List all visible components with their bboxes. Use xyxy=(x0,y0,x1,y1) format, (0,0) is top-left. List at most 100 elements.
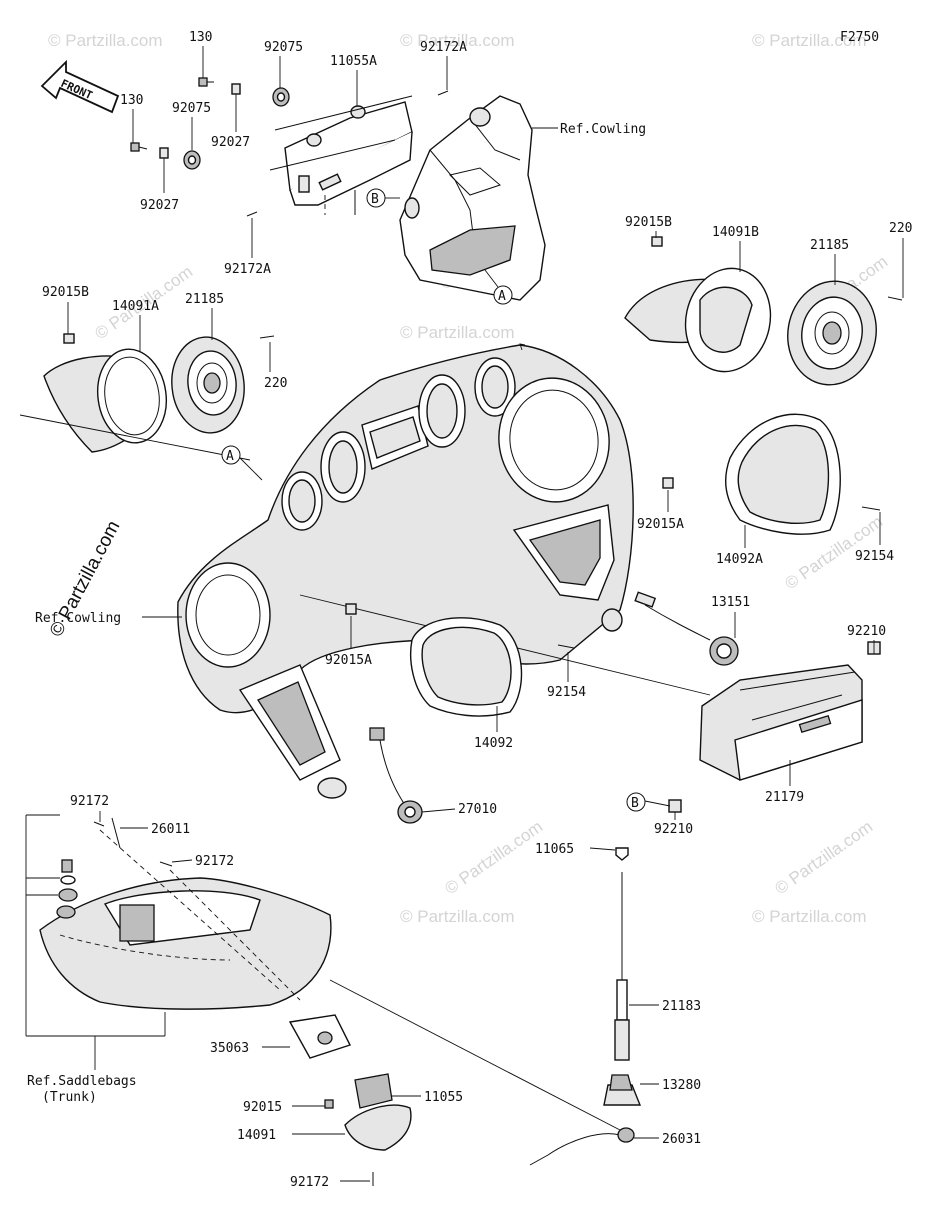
part-label: 13280 xyxy=(662,1078,701,1093)
screw-92154-upper xyxy=(861,506,881,511)
watermark: © Partzilla.com xyxy=(752,907,867,926)
cowling-upper-inner xyxy=(399,95,546,301)
switch-27010 xyxy=(369,727,423,824)
ref-saddlebags-trunk: (Trunk) xyxy=(42,1090,97,1105)
part-label: 27010 xyxy=(458,802,497,817)
figure-code: F2750 xyxy=(840,30,879,45)
collar-92027 xyxy=(159,147,169,159)
callout-b-top: B xyxy=(366,188,386,208)
antenna-cap-11065 xyxy=(615,847,629,861)
collar-92015B-left xyxy=(63,333,75,344)
part-label: 92027 xyxy=(211,135,250,150)
part-number-labels: 130 130 92075 92075 92027 92027 11055A 9… xyxy=(42,30,912,1190)
part-label: 11055 xyxy=(424,1090,463,1105)
part-label: 26011 xyxy=(151,822,190,837)
saddlebag-trunk-reference xyxy=(39,877,332,1010)
watermark: © Partzilla.com xyxy=(752,31,867,50)
grommet-92075 xyxy=(272,87,290,107)
trunk-fasteners xyxy=(56,817,173,919)
mount-bracket-35063 xyxy=(288,1014,351,1059)
part-label: 92172A xyxy=(420,40,467,55)
collar-92015B-right xyxy=(651,236,663,247)
ref-saddlebags: Ref.Saddlebags xyxy=(27,1074,137,1089)
part-label: 14091 xyxy=(237,1128,276,1143)
antenna-cable-26031 xyxy=(529,1127,635,1166)
watermark: © Partzilla.com xyxy=(400,31,515,50)
ref-cowling-top: Ref.Cowling xyxy=(560,122,646,137)
watermark: © Partzilla.com xyxy=(400,907,515,926)
cover-14091 xyxy=(344,1104,412,1151)
part-label: 14091B xyxy=(712,225,759,240)
right-speaker-21185 xyxy=(787,280,877,386)
part-label: 21179 xyxy=(765,790,804,805)
part-label: 14092 xyxy=(474,736,513,751)
callout-a-left: A xyxy=(221,445,241,465)
watermark: © Partzilla.com xyxy=(48,31,163,50)
part-leader-lines xyxy=(67,46,904,1182)
part-label: 92015 xyxy=(243,1100,282,1115)
audio-unit-21179 xyxy=(699,664,863,781)
part-label: 220 xyxy=(889,221,912,236)
part-label: 92015B xyxy=(42,285,89,300)
part-label: 92015A xyxy=(637,517,684,532)
collar-92015A-lower xyxy=(345,603,357,615)
part-label: 92172 xyxy=(70,794,109,809)
svg-text:A: A xyxy=(226,449,234,464)
part-label: 26031 xyxy=(662,1132,701,1147)
svg-text:A: A xyxy=(498,289,506,304)
part-label: 92015A xyxy=(325,653,372,668)
part-label: 11055A xyxy=(330,54,377,69)
part-label: 14091A xyxy=(112,299,159,314)
part-label: 11065 xyxy=(535,842,574,857)
bolt-92210-lower xyxy=(668,799,682,813)
screw-92154-lower xyxy=(557,644,575,649)
bolt-130 xyxy=(198,77,214,87)
part-label: 35063 xyxy=(210,1041,249,1056)
screw-92172A xyxy=(246,211,258,217)
part-label: 21185 xyxy=(185,292,224,307)
part-label: 92075 xyxy=(264,40,303,55)
part-label: 92027 xyxy=(140,198,179,213)
ref-cowling-left: Ref.Cowling xyxy=(35,611,121,626)
left-speaker-ring-14091A xyxy=(97,348,167,444)
grommet-92075 xyxy=(183,150,201,170)
right-speaker-ring-14091B xyxy=(684,267,772,373)
adapter-14092A xyxy=(725,413,841,535)
part-label: 21185 xyxy=(810,238,849,253)
part-label: 92075 xyxy=(172,101,211,116)
part-label: 14092A xyxy=(716,552,763,567)
left-speaker-21185 xyxy=(171,336,245,434)
watermark: © Partzilla.com xyxy=(441,817,546,898)
part-label: 92172A xyxy=(224,262,271,277)
part-label: 92154 xyxy=(855,549,894,564)
callout-a-top: A xyxy=(493,285,513,305)
front-direction-arrow: FRONT xyxy=(40,59,120,114)
watermark: © Partzilla.com xyxy=(400,323,515,342)
connector-13151 xyxy=(634,591,739,666)
part-label: 130 xyxy=(189,30,212,45)
collar-92015A-upper xyxy=(662,477,674,489)
part-label: 92210 xyxy=(654,822,693,837)
bolt-130 xyxy=(130,142,148,152)
callout-b-bottom: B xyxy=(626,792,646,812)
part-label: 220 xyxy=(264,376,287,391)
mount-bracket-assembly xyxy=(269,95,413,215)
part-label: 92172 xyxy=(290,1175,329,1190)
adapter-14092 xyxy=(410,617,523,717)
antenna-21183 xyxy=(614,872,630,1061)
part-label: 13151 xyxy=(711,595,750,610)
part-label: 92015B xyxy=(625,215,672,230)
svg-text:B: B xyxy=(631,796,639,811)
part-label: 130 xyxy=(120,93,143,108)
collar-92027 xyxy=(231,83,241,95)
part-label: 92210 xyxy=(847,624,886,639)
svg-text:B: B xyxy=(371,192,379,207)
nut-92015 xyxy=(324,1099,334,1109)
screw-92172A xyxy=(437,90,449,96)
part-label: 92172 xyxy=(195,854,234,869)
screw-220-left xyxy=(259,335,275,339)
inner-fairing-main xyxy=(177,344,634,799)
part-label: 21183 xyxy=(662,999,701,1014)
